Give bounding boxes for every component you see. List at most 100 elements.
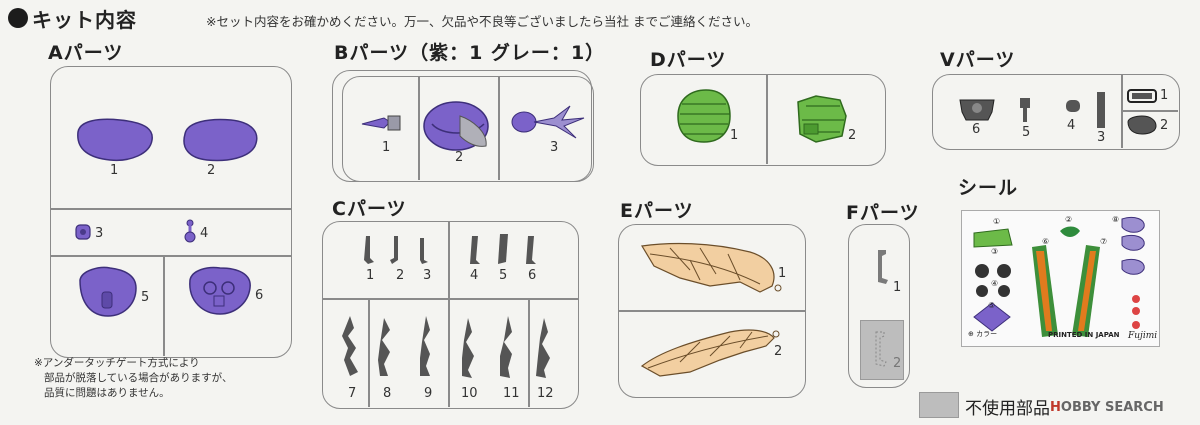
part-c-label: 12 <box>537 386 554 401</box>
part-f2-unused <box>860 320 904 380</box>
sticker-color-text: ⊕ カラー <box>968 330 998 338</box>
part-a4-label: 4 <box>200 226 209 241</box>
section-c-label: Cパーツ <box>332 198 407 220</box>
page-title: キット内容 <box>32 8 137 32</box>
section-d-label: Dパーツ <box>650 49 727 71</box>
watermark-h: H <box>1050 400 1061 415</box>
part-a2-label: 2 <box>207 163 216 178</box>
sticker-num: ⑦ <box>1100 237 1108 246</box>
footnote: ※アンダータッチゲート方式により 部品が脱落している場合がありますが、 品質に問… <box>34 356 232 401</box>
runner-a-divider <box>163 255 165 356</box>
part-a2 <box>183 118 258 162</box>
part-v1-label: 1 <box>1160 88 1169 103</box>
part-c-label: 7 <box>348 386 357 401</box>
sticker-printed: PRINTED IN JAPAN <box>1048 331 1120 339</box>
runner-v-divider <box>1121 110 1178 112</box>
footnote-line: ※アンダータッチゲート方式により <box>34 357 200 369</box>
part-c-label: 5 <box>499 268 508 283</box>
header-note: ※セット内容をお確かめください。万一、欠品や不良等ございましたら当社 までご連絡… <box>206 14 758 29</box>
part-a6 <box>189 266 251 315</box>
part-v5 <box>1020 98 1030 122</box>
watermark-text: OBBY SEARCH <box>1060 400 1164 415</box>
part-f1 <box>878 250 888 284</box>
part-e1-label: 1 <box>778 266 787 281</box>
part-v2-label: 2 <box>1160 118 1169 133</box>
part-b1-label: 1 <box>382 140 391 155</box>
runner-d <box>640 74 886 166</box>
part-a3-label: 3 <box>95 226 104 241</box>
part-d2-label: 2 <box>848 128 857 143</box>
section-v-label: Vパーツ <box>940 49 1016 71</box>
legend-unused-label: 不使用部品 <box>965 399 1050 419</box>
bullet-icon <box>8 8 28 28</box>
sticker-num: ① <box>993 217 1001 226</box>
parts-c1-c6 <box>364 234 536 264</box>
part-f2-label: 2 <box>893 356 902 371</box>
part-v1 <box>1127 89 1157 103</box>
runner-a-divider <box>50 208 291 210</box>
runner-c-divider <box>368 298 370 407</box>
part-b3-label: 3 <box>550 140 559 155</box>
parts-c7-c12 <box>342 316 550 378</box>
sticker-num: ⑥ <box>1042 237 1050 246</box>
runner-c <box>322 221 579 409</box>
sticker-sheet: ① ② ③ ④ ⑤ ⑥ ⑦ ⑧ ⊕ カラー PRINTED IN JAPAN F… <box>961 210 1160 347</box>
part-e1 <box>641 242 782 293</box>
runner-f <box>848 224 910 388</box>
part-v4-label: 4 <box>1067 118 1076 133</box>
part-v2 <box>1127 115 1157 135</box>
part-d1-label: 1 <box>730 128 739 143</box>
part-a4 <box>184 219 196 243</box>
part-a1 <box>77 118 153 162</box>
runner-c-divider <box>322 298 578 300</box>
part-c-label: 8 <box>383 386 392 401</box>
sticker-num: ② <box>1065 215 1073 224</box>
part-d2 <box>797 95 847 143</box>
runner-c-divider <box>448 221 450 298</box>
part-a5 <box>79 266 137 317</box>
section-b-label: Bパーツ（紫：1 グレー：1） <box>334 42 606 64</box>
sticker-num: ⑧ <box>1112 215 1120 224</box>
footnote-line: 品質に問題はありません。 <box>44 387 170 399</box>
part-c-label: 1 <box>366 268 375 283</box>
section-e-label: Eパーツ <box>620 200 694 222</box>
sticker-num: ③ <box>991 247 999 256</box>
watermark: HOBBY SEARCH <box>1050 400 1164 415</box>
runner-c-divider <box>528 298 530 407</box>
part-v5-label: 5 <box>1022 125 1031 140</box>
part-v6-label: 6 <box>972 122 981 137</box>
part-e2-label: 2 <box>774 344 783 359</box>
part-a1-label: 1 <box>110 163 119 178</box>
part-c-label: 10 <box>461 386 478 401</box>
runner-b <box>342 76 594 182</box>
part-c-label: 4 <box>470 268 479 283</box>
part-a3 <box>75 224 91 240</box>
legend-unused-swatch <box>919 392 959 418</box>
sticker-num: ④ <box>991 279 999 288</box>
runner-b-divider <box>418 76 420 180</box>
part-a6-label: 6 <box>255 288 264 303</box>
runner-e-divider <box>618 310 805 312</box>
part-f1-label: 1 <box>893 280 902 295</box>
part-v6 <box>959 99 995 121</box>
runner-v <box>932 74 1180 150</box>
part-a5-label: 5 <box>141 290 150 305</box>
footnote-line: 部品が脱落している場合がありますが、 <box>44 372 233 384</box>
runner-a-divider <box>50 255 291 257</box>
part-v3-label: 3 <box>1097 130 1106 145</box>
part-c-label: 9 <box>424 386 433 401</box>
part-c-label: 2 <box>396 268 405 283</box>
sticker-art <box>973 216 1145 337</box>
runner-c-divider <box>448 298 450 407</box>
sticker-brand: Fujimi <box>1128 331 1158 341</box>
part-f2 <box>875 331 887 367</box>
part-v4 <box>1066 100 1080 112</box>
runner-a <box>50 66 292 358</box>
part-b1 <box>361 115 401 131</box>
section-seal-label: シール <box>958 177 1019 199</box>
part-b3 <box>511 105 585 139</box>
part-b2 <box>423 101 489 151</box>
part-b2-label: 2 <box>455 150 464 165</box>
runner-d-divider <box>766 74 768 164</box>
part-e2 <box>640 329 780 377</box>
